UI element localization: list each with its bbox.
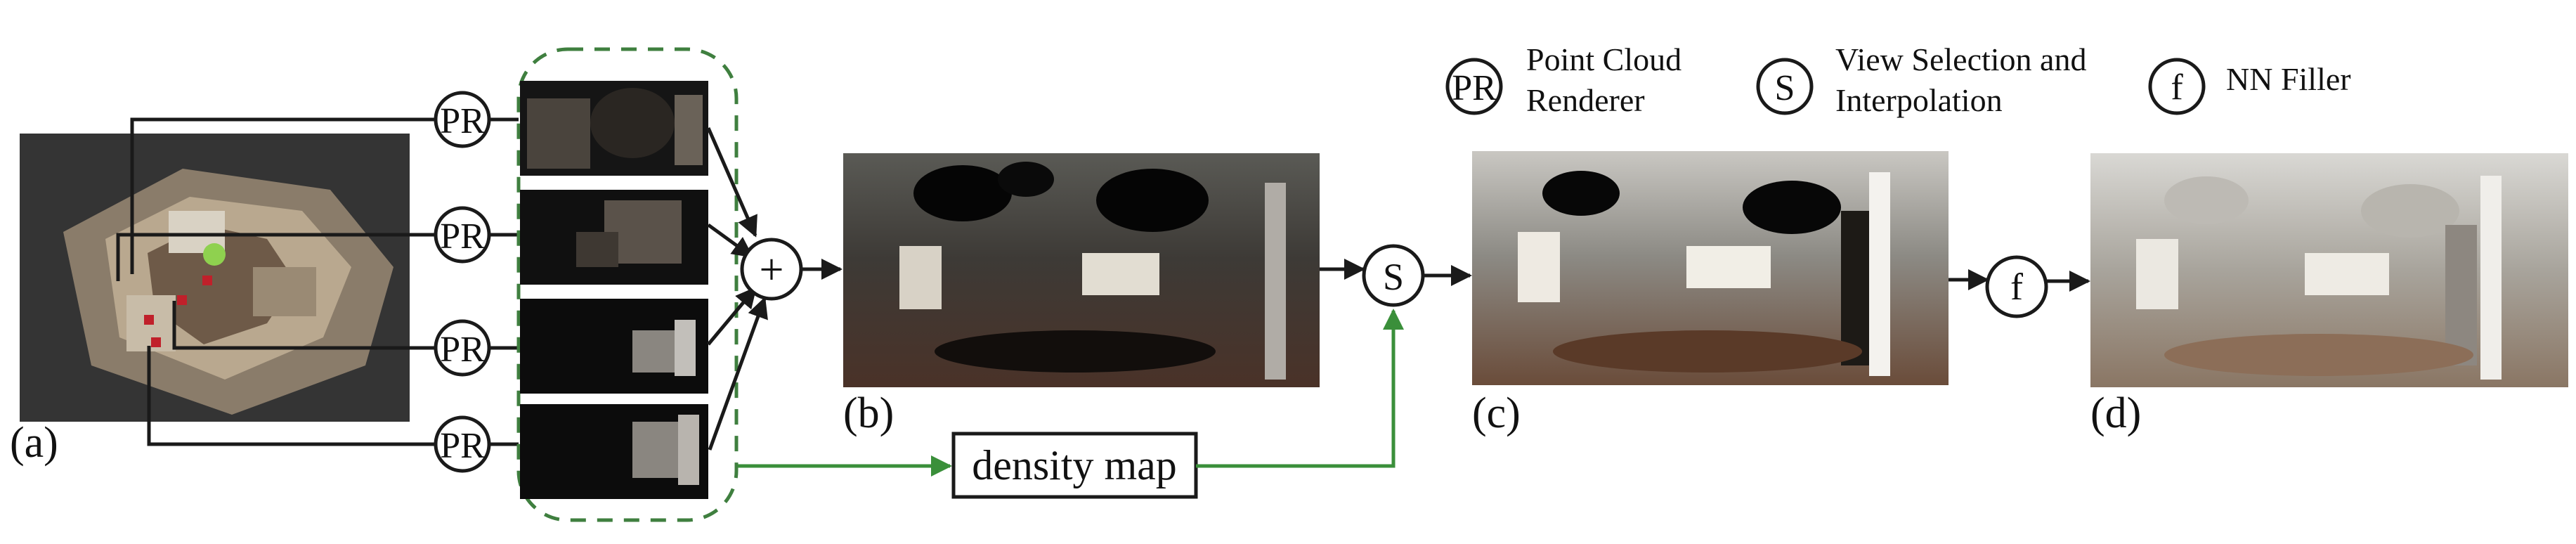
svg-text:Renderer: Renderer [1526, 82, 1645, 118]
svg-text:+: + [760, 246, 784, 294]
svg-text:S: S [1775, 68, 1795, 108]
legend-view-selection: S View Selection and Interpolation [1756, 41, 2086, 118]
camera-position-dot [203, 243, 226, 266]
house-to-renderer-lines [116, 117, 434, 446]
interpolated-panorama-image [1472, 151, 1949, 385]
camera-marker [144, 315, 154, 325]
renderer-node: PR [434, 91, 491, 148]
svg-text:density map: density map [972, 442, 1177, 488]
view-selection-node: S [1362, 244, 1425, 307]
svg-text:View Selection and: View Selection and [1835, 41, 2086, 77]
density-map-box: density map [951, 432, 1198, 499]
panel-label-c: (c) [1472, 389, 1521, 437]
camera-marker [177, 295, 187, 305]
camera-marker [151, 337, 161, 347]
svg-text:PR: PR [440, 426, 485, 466]
camera-marker [202, 276, 212, 285]
legend-point-cloud-renderer: PR Point Cloud Renderer [1445, 41, 1681, 118]
renderer-node: PR [434, 206, 491, 264]
panel-label-b: (b) [843, 389, 894, 437]
svg-text:Point Cloud: Point Cloud [1526, 41, 1681, 77]
svg-text:S: S [1383, 256, 1404, 298]
renderer-node: PR [434, 319, 491, 377]
rendered-view-thumbnail [520, 81, 708, 176]
rendered-view-thumbnail [520, 299, 708, 394]
svg-text:f: f [2010, 266, 2023, 308]
combine-node: + [740, 238, 803, 301]
nn-filler-node: f [1985, 255, 2048, 318]
svg-text:f: f [2171, 67, 2183, 108]
svg-text:NN Filler: NN Filler [2226, 61, 2351, 97]
rendered-view-thumbnail [520, 190, 708, 285]
house-overview-image [20, 134, 410, 422]
svg-text:PR: PR [440, 330, 485, 370]
filled-panorama-image [2090, 153, 2568, 387]
panel-label-a: (a) [10, 419, 58, 467]
combined-panorama-image [843, 153, 1320, 387]
rendered-views-group [516, 47, 739, 522]
svg-text:PR: PR [440, 216, 485, 257]
panel-label-d: (d) [2090, 389, 2141, 437]
legend-nn-filler: f NN Filler [2148, 58, 2351, 115]
rendered-view-thumbnail [520, 404, 708, 499]
renderer-node: PR [434, 415, 491, 473]
svg-text:PR: PR [440, 101, 485, 141]
svg-text:Interpolation: Interpolation [1835, 82, 2003, 118]
svg-text:PR: PR [1452, 68, 1497, 108]
